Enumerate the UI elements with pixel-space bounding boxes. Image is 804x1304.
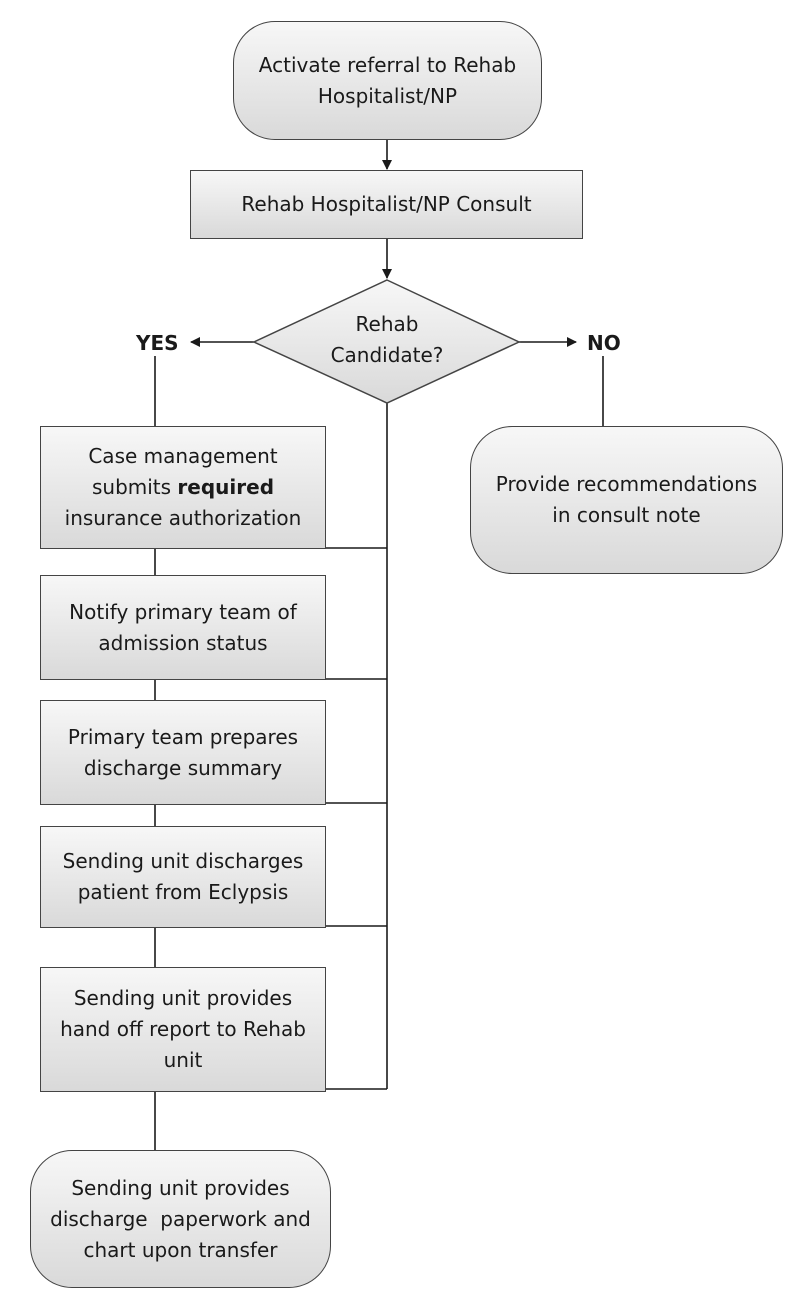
case-submits-text: submits [91, 475, 178, 499]
discharges-text: Sending unit discharges patient from Ecl… [63, 846, 304, 908]
handoff-line-2: hand off report to Rehab [60, 1017, 306, 1041]
decision-text: Rehab Candidate? [312, 309, 462, 371]
start-line-1: Activate referral to Rehab [258, 52, 517, 77]
case-management-node: Case management submits required insuran… [40, 426, 326, 549]
case-line-3: insurance authorization [64, 506, 302, 530]
no-outcome-line-2: in consult note [552, 503, 701, 527]
final-line-1: Sending unit provides [71, 1175, 290, 1200]
handoff-node: Sending unit provides hand off report to… [40, 967, 326, 1092]
no-label: NO [587, 331, 621, 355]
case-required-text: required [177, 475, 275, 499]
case-management-text: Case management submits required insuran… [65, 441, 302, 534]
case-line-2: submits required [65, 472, 302, 503]
no-outcome-node: Provide recommendations in consult note [470, 426, 783, 574]
final-line-3: chart upon transfer [83, 1237, 278, 1262]
decision-diamond [252, 279, 521, 404]
start-node: Activate referral to Rehab Hospitalist/N… [233, 21, 542, 140]
notify-line-1: Notify primary team of [69, 599, 297, 624]
final-node: Sending unit provides discharge paperwor… [30, 1150, 331, 1288]
handoff-line-1: Sending unit provides [73, 986, 293, 1010]
prepares-line-1: Primary team prepares [67, 724, 299, 749]
start-line-2: Hospitalist/NP [317, 83, 458, 108]
prepares-node: Primary team prepares discharge summary [40, 700, 326, 805]
prepares-text: Primary team prepares discharge summary [68, 722, 298, 784]
start-node-text: Activate referral to Rehab Hospitalist/N… [259, 50, 516, 112]
discharges-node: Sending unit discharges patient from Ecl… [40, 826, 326, 928]
consult-node-text: Rehab Hospitalist/NP Consult [241, 189, 531, 220]
no-outcome-line-1: Provide recommendations [495, 472, 758, 496]
handoff-line-3: unit [163, 1048, 203, 1072]
final-line-2: discharge paperwork and [50, 1206, 311, 1231]
notify-text: Notify primary team of admission status [69, 597, 297, 659]
yes-label: YES [136, 331, 179, 355]
final-text: Sending unit provides discharge paperwor… [50, 1173, 311, 1266]
discharges-line-1: Sending unit discharges [62, 849, 304, 873]
decision-line-1: Rehab [355, 312, 419, 336]
case-line-1: Case management [88, 444, 278, 468]
notify-node: Notify primary team of admission status [40, 575, 326, 680]
notify-line-2: admission status [98, 630, 268, 655]
handoff-text: Sending unit provides hand off report to… [60, 983, 306, 1076]
consult-node: Rehab Hospitalist/NP Consult [190, 170, 583, 239]
discharges-line-2: patient from Eclypsis [77, 880, 289, 904]
decision-line-2: Candidate? [330, 343, 444, 367]
prepares-line-2: discharge summary [83, 755, 283, 780]
consult-line-1: Rehab Hospitalist/NP Consult [241, 192, 532, 216]
no-outcome-text: Provide recommendations in consult note [496, 469, 757, 531]
